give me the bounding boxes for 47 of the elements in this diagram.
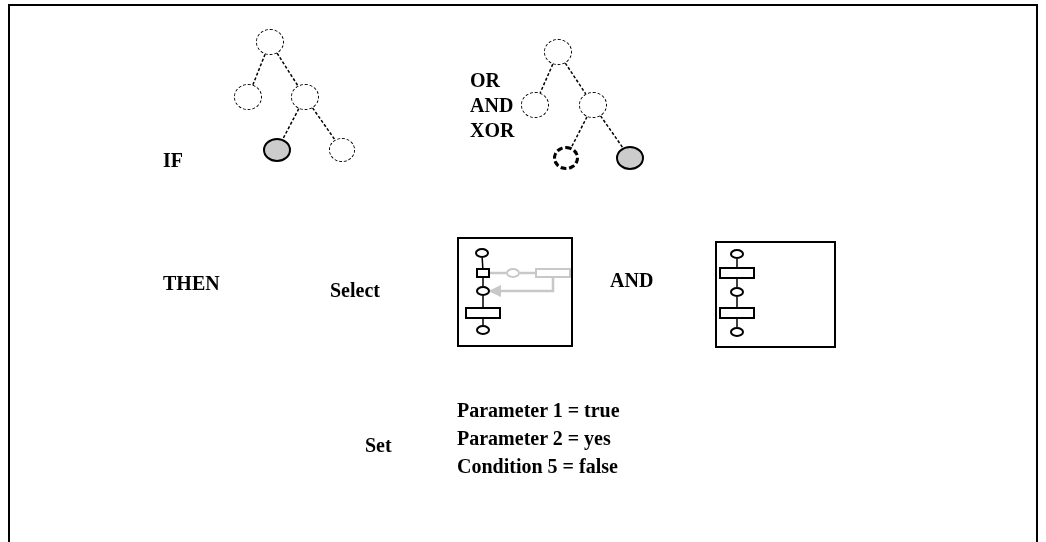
parameter-text: Condition 5 = false xyxy=(457,454,618,478)
operator-label: AND xyxy=(610,268,654,292)
connector-line xyxy=(539,63,554,94)
connector-line xyxy=(490,271,506,275)
connector-line xyxy=(482,318,484,326)
faded-node xyxy=(506,268,520,278)
filled-node xyxy=(263,138,291,162)
faded-node xyxy=(535,268,571,278)
keyword-label: IF xyxy=(163,148,183,172)
connector-line xyxy=(736,296,738,308)
keyword-label: THEN xyxy=(163,271,220,295)
step-node xyxy=(475,248,489,258)
connector-line xyxy=(276,52,299,87)
connector-line xyxy=(482,295,484,308)
operator-label: XOR xyxy=(470,118,515,142)
step-node xyxy=(719,307,755,319)
connector-line xyxy=(564,62,587,95)
action-label: Select xyxy=(330,278,380,302)
connector-line xyxy=(482,277,484,287)
connector-line xyxy=(252,53,266,86)
parameter-text: Parameter 1 = true xyxy=(457,398,620,422)
operator-label: AND xyxy=(470,93,514,117)
connector-line xyxy=(520,271,535,275)
step-node xyxy=(476,286,490,296)
step-node xyxy=(719,267,755,279)
step-node xyxy=(730,327,744,337)
connector-line xyxy=(311,107,336,141)
filled-node xyxy=(616,146,644,170)
step-node xyxy=(476,325,490,335)
arrow xyxy=(488,278,555,298)
diagram-panel xyxy=(457,237,573,347)
connector-line xyxy=(570,116,588,148)
step-node xyxy=(465,307,501,319)
connector-line xyxy=(736,318,738,328)
connector-line xyxy=(736,278,738,288)
step-node xyxy=(730,287,744,297)
dotted-node xyxy=(553,146,579,170)
connector-line xyxy=(736,258,738,268)
connector-line xyxy=(599,115,624,149)
connector-line xyxy=(282,107,300,140)
step-node xyxy=(730,249,744,259)
diagram-panel xyxy=(714,240,836,348)
parameter-text: Parameter 2 = yes xyxy=(457,426,611,450)
action-label: Set xyxy=(365,433,392,457)
step-node xyxy=(476,268,490,278)
operator-label: OR xyxy=(470,68,500,92)
connector-line xyxy=(481,257,484,269)
